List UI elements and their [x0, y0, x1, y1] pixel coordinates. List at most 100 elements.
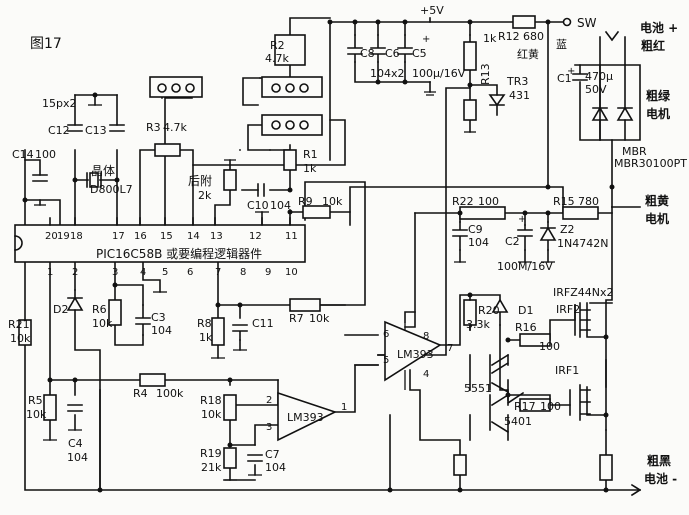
label-c2-value: 100M/16V [497, 260, 553, 273]
junction-dots [22, 19, 615, 493]
label-r17-value: 100 [540, 400, 561, 413]
label-r15-value: 780 [578, 195, 599, 208]
terminal-arrows [604, 30, 642, 497]
label-c1-plus: + [567, 66, 575, 77]
capacitor-c4 [67, 404, 83, 412]
label-r8-value: 1k [199, 331, 213, 344]
label-irf1: IRF1 [555, 364, 579, 377]
label-c5: C5 [412, 47, 427, 60]
label-c11: C11 [252, 317, 274, 330]
label-motor-green-2: 电机 [646, 106, 670, 121]
resistor-r19 [223, 447, 237, 469]
ic-pin-14: 14 [187, 231, 200, 242]
label-c13: C13 [85, 124, 107, 137]
label-r13-value: 1k [483, 32, 497, 45]
label-c7: C7 [265, 448, 280, 461]
label-houfu-value: 2k [198, 189, 212, 202]
capacitor-c7 [247, 454, 263, 462]
label-r6-value: 10k [92, 317, 113, 330]
mosfet-irf1 [569, 384, 591, 421]
label-r6: R6 [92, 303, 107, 316]
label-r21: R21 [8, 318, 30, 331]
ic-pin-15: 15 [160, 231, 173, 242]
label-c2-plus: + [518, 214, 526, 225]
label-c5-value: 100μ/16V [412, 67, 466, 80]
jumper-mid [261, 114, 323, 136]
resistor-r17 [519, 398, 551, 412]
label-battery-neg-1: 粗黑 [647, 453, 671, 468]
resistor-r4 [139, 373, 166, 387]
ic-pin-12: 12 [249, 231, 262, 242]
ic-pin-10: 10 [285, 267, 298, 278]
label-r3: R3 [146, 121, 161, 134]
jumper-left [149, 76, 203, 98]
resistor-r18 [223, 394, 237, 421]
ic-pin-18: 18 [70, 231, 83, 242]
label-r5-value: 10k [26, 408, 47, 421]
diode-d1 [491, 298, 509, 326]
label-pin1: 1 [341, 402, 347, 413]
resistor-r7 [289, 298, 321, 312]
label-r20-value: 3.3k [466, 318, 490, 331]
capacitor-c1 [572, 64, 588, 81]
label-r1-value: 1k [303, 162, 317, 175]
label-r16-value: 100 [539, 340, 560, 353]
comparator-lm393-upper [384, 320, 442, 390]
label-r19: R19 [200, 447, 222, 460]
label-t5551: 5551 [464, 382, 492, 395]
label-pin8: 8 [423, 331, 429, 342]
label-lm393-lower: LM393 [287, 411, 324, 424]
jumper-top [261, 76, 323, 98]
label-battery-pos-1: 电池 + [640, 20, 678, 35]
ic-pin-19: 19 [57, 231, 70, 242]
label-c2: C2 [505, 235, 520, 248]
ic-label: PIC16C58B 或要编程逻辑器件 [96, 246, 262, 261]
label-c7-value: 104 [265, 461, 286, 474]
label-z2-value: 1N4742N [557, 237, 608, 250]
capacitor-c11 [232, 324, 248, 341]
resistor-tr3-base [463, 99, 477, 121]
label-c86-value: 104x2 [370, 67, 405, 80]
resistor-r16 [519, 333, 551, 347]
label-c3: C3 [151, 311, 166, 324]
ic-pin-7: 7 [215, 267, 221, 278]
label-motor-yellow-1: 粗黄 [645, 193, 669, 208]
ic-pin-11: 11 [285, 231, 298, 242]
label-r2: R2 [270, 39, 285, 52]
ic-pin-8: 8 [240, 267, 246, 278]
trimmer-houfu [223, 169, 237, 191]
ic-pin-6: 6 [187, 267, 193, 278]
resistor-r12 [512, 15, 536, 29]
label-pin2: 2 [266, 395, 272, 406]
resistor-r1 [283, 149, 297, 171]
ic-pin-4: 4 [140, 267, 146, 278]
label-r20: R20 [478, 304, 500, 317]
ic-pin-1: 1 [47, 267, 53, 278]
label-r3-value: 4.7k [163, 121, 187, 134]
label-d2: D2 [53, 303, 68, 316]
ic-pin-5: 5 [162, 267, 168, 278]
label-battery-neg-2: 电池 - [644, 471, 677, 486]
label-c14: C14 [12, 148, 34, 161]
label-tr3: TR3 [506, 75, 528, 88]
label-5v: +5V [420, 4, 444, 17]
label-c3-value: 104 [151, 324, 172, 337]
label-r4-value: 100k [156, 387, 184, 400]
resistor-bottom-left [453, 454, 467, 476]
label-r9: R9 [298, 195, 313, 208]
label-sw: SW [577, 16, 597, 30]
label-r2-value: 4.7k [265, 52, 289, 65]
comparator-lm393-lower [277, 391, 338, 442]
label-r18-value: 10k [201, 408, 222, 421]
label-r5: R5 [28, 394, 43, 407]
label-tr3-value: 431 [509, 89, 530, 102]
ic-pin-13: 13 [210, 231, 223, 242]
label-c6: C6 [385, 47, 400, 60]
capacitor-c13 [109, 124, 125, 132]
mosfet-irf2 [574, 302, 591, 338]
label-c12: C12 [48, 124, 70, 137]
label-r17: R17 [514, 400, 536, 413]
label-irfz: IRFZ44Nx2 [553, 286, 613, 299]
capacitor-c3 [135, 304, 151, 336]
capacitor-c14 [32, 174, 48, 182]
